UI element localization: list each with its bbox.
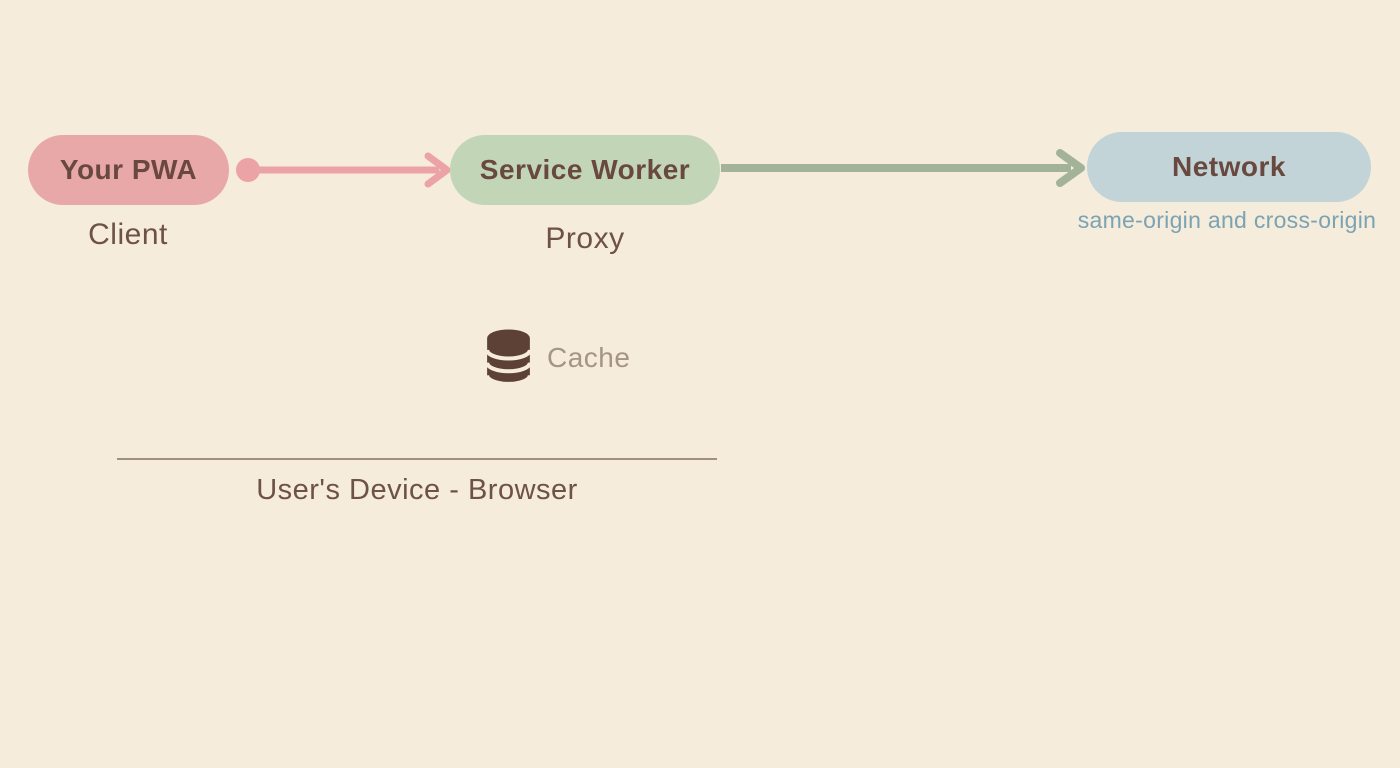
device-boundary-label: User's Device - Browser: [256, 474, 578, 506]
cache-label: Cache: [547, 341, 631, 373]
arrow-service-worker-to-network: [721, 149, 1085, 187]
node-your-pwa: Your PWA: [28, 135, 229, 205]
node-service-worker-label: Service Worker: [479, 154, 691, 185]
node-service-worker: Service Worker: [450, 135, 720, 205]
device-boundary-line: [117, 458, 717, 460]
node-network-sublabel: same-origin and cross-origin: [1077, 207, 1377, 233]
arrow-pwa-to-service-worker: [236, 152, 451, 188]
cache-group: Cache: [484, 329, 630, 386]
node-your-pwa-sublabel: Client: [88, 218, 168, 251]
node-network-label: Network: [1172, 151, 1286, 182]
database-icon: [485, 329, 532, 386]
node-your-pwa-label: Your PWA: [59, 154, 198, 185]
node-network: Network: [1087, 132, 1371, 202]
node-service-worker-sublabel: Proxy: [545, 222, 625, 255]
